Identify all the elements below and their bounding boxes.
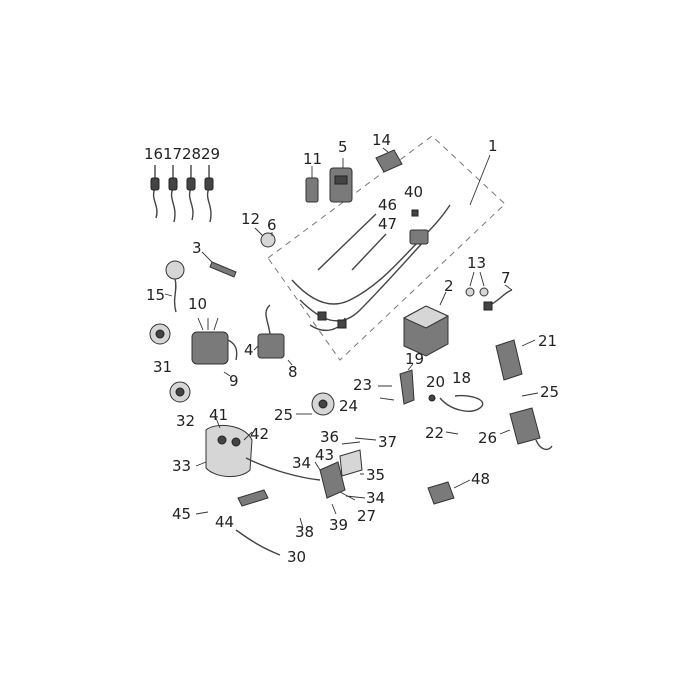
label-46: 46	[378, 196, 397, 214]
label-12: 12	[241, 210, 260, 228]
label-11: 11	[303, 150, 322, 168]
label-21: 21	[538, 332, 557, 350]
regulator-5	[329, 158, 353, 203]
label-25-top: 25	[540, 383, 559, 401]
label-15: 15	[146, 286, 165, 304]
label-6: 6	[267, 216, 277, 234]
part-labels: 16 17 28 29 5 14 1 11 40 46 47 12 6 3 13…	[144, 131, 559, 566]
label-22: 22	[425, 424, 444, 442]
label-34-top: 34	[292, 454, 311, 472]
part-21	[495, 339, 536, 381]
part-26	[499, 407, 553, 451]
label-48: 48	[471, 470, 490, 488]
label-18: 18	[452, 369, 471, 387]
part-27	[339, 491, 366, 501]
label-39: 39	[329, 516, 348, 534]
relay-11	[305, 166, 319, 203]
label-25-left: 25	[274, 406, 293, 424]
label-34-bottom: 34	[366, 489, 385, 507]
wire-18	[439, 394, 484, 412]
label-17: 17	[163, 145, 182, 163]
label-2: 2	[444, 277, 454, 295]
label-27: 27	[357, 507, 376, 525]
label-8: 8	[288, 363, 298, 381]
part-19	[399, 363, 415, 405]
label-13: 13	[467, 254, 486, 272]
label-47: 47	[378, 215, 397, 233]
clip-40	[411, 209, 419, 217]
part-32	[169, 381, 191, 403]
label-7: 7	[501, 269, 511, 287]
bulb-sockets-16-17-28-29	[150, 165, 214, 223]
label-1: 1	[488, 137, 498, 155]
part-38	[299, 517, 304, 529]
horn-24	[311, 392, 335, 416]
part-20	[428, 394, 436, 402]
label-14: 14	[372, 131, 391, 149]
label-29: 29	[201, 145, 220, 163]
part-3	[201, 251, 237, 278]
label-10: 10	[188, 295, 207, 313]
part-7	[483, 284, 513, 311]
part-12-6	[254, 227, 276, 248]
part-39	[331, 503, 337, 515]
cable-46	[317, 213, 377, 271]
label-24: 24	[339, 397, 358, 415]
label-43: 43	[315, 446, 334, 464]
label-28: 28	[182, 145, 201, 163]
harness-group-outline	[267, 135, 506, 361]
battery-2	[402, 291, 450, 357]
label-41: 41	[209, 406, 228, 424]
label-35: 35	[366, 466, 385, 484]
label-4: 4	[244, 341, 254, 359]
label-19: 19	[405, 350, 424, 368]
label-38: 38	[295, 523, 314, 541]
wiring-harness-1	[291, 154, 491, 332]
screws-36-37	[341, 437, 377, 445]
ignition-switch-15	[164, 260, 185, 313]
switch-housing-41-42-33	[195, 417, 321, 481]
screws-23	[378, 385, 395, 401]
label-9: 9	[229, 372, 239, 390]
part-31	[149, 323, 171, 345]
label-42: 42	[250, 425, 269, 443]
label-40: 40	[404, 183, 423, 201]
part-22	[445, 431, 459, 435]
label-36: 36	[320, 428, 339, 446]
cable-30	[235, 529, 281, 556]
label-26: 26	[478, 429, 497, 447]
label-30: 30	[287, 548, 306, 566]
label-3: 3	[192, 239, 202, 257]
label-45: 45	[172, 505, 191, 523]
bracket-43-35-34	[314, 449, 364, 499]
fuse-cover-14	[375, 147, 403, 173]
label-33: 33	[172, 457, 191, 475]
part-48	[427, 479, 471, 505]
ignition-coil-4-8	[253, 304, 293, 366]
label-5: 5	[338, 138, 348, 156]
label-37: 37	[378, 433, 397, 451]
label-32: 32	[176, 412, 195, 430]
part-44	[237, 489, 269, 507]
label-16: 16	[144, 145, 163, 163]
bolt-25-top	[521, 392, 539, 397]
label-23: 23	[353, 376, 372, 394]
grommets-13	[465, 271, 489, 297]
part-10-9	[191, 317, 238, 377]
label-31: 31	[153, 358, 172, 376]
cable-47	[351, 233, 387, 271]
label-44: 44	[215, 513, 234, 531]
part-45	[195, 511, 209, 515]
label-20: 20	[426, 373, 445, 391]
